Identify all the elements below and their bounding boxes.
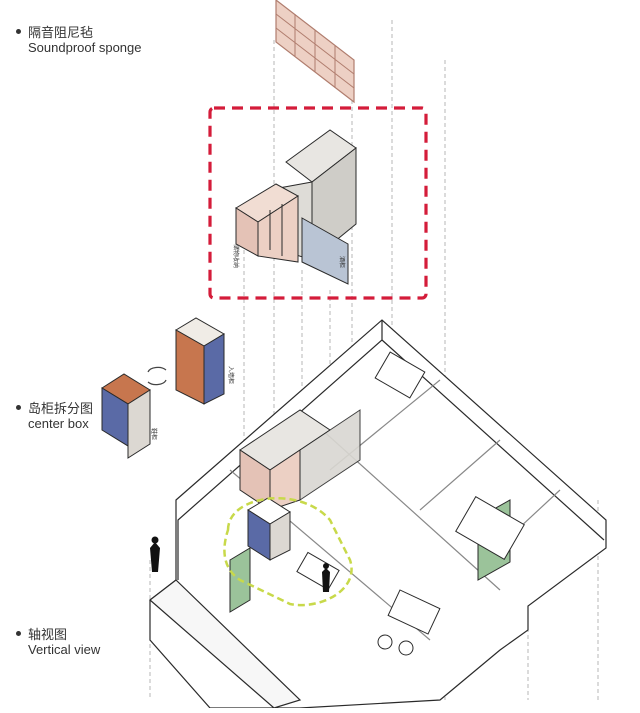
label-en: Soundproof sponge [28, 40, 142, 55]
circulation-path [223, 497, 353, 607]
tag-storage: 储物收纳 [232, 244, 240, 268]
label-cn: 隔音阻尼毡 [28, 25, 94, 40]
bullet-dot [16, 631, 21, 636]
label-cn: 轴视图 [28, 627, 68, 642]
bullet-dot [16, 29, 21, 34]
bullet-dot [16, 405, 21, 410]
label-en: Vertical view [28, 642, 101, 657]
plan-cabinets [229, 409, 511, 613]
human-figures [150, 536, 330, 592]
label-cn: 岛柜拆分图 [28, 401, 94, 416]
label-en: center box [28, 416, 89, 431]
swap-arrows-icon [147, 366, 167, 386]
tag-wine-cabinet: 酒柜 [338, 256, 346, 268]
cabinet-tags: 储物收纳 入墙柜 鞋柜 酒柜 [150, 244, 346, 440]
tag-shoe-cabinet: 鞋柜 [150, 428, 158, 440]
cabinet-assembly-exploded [235, 129, 357, 285]
center-box-exploded [101, 317, 225, 459]
highlight-frame [208, 106, 428, 300]
tag-wall-cabinet: 入墙柜 [227, 366, 235, 384]
soundproof-sponge-panel [275, 0, 355, 104]
